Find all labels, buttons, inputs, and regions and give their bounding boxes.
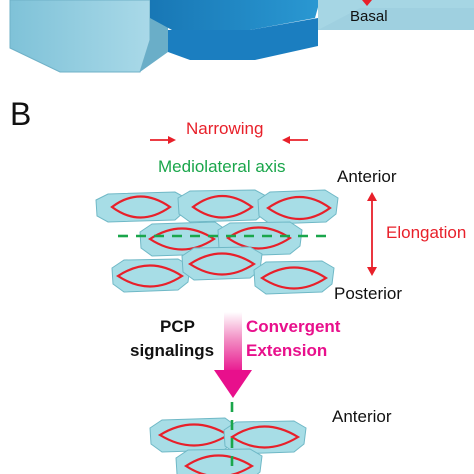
elongation-label: Elongation [386, 223, 467, 242]
cell [175, 448, 263, 474]
mediolateral-axis-label: Mediolateral axis [158, 157, 286, 176]
cell [111, 258, 191, 293]
cell [181, 246, 263, 281]
anterior-label-top: Anterior [337, 167, 397, 186]
narrowing-arrows [150, 136, 308, 144]
cell [223, 420, 307, 455]
hex-prism-dark-lower [168, 18, 318, 60]
convergent-label: Convergent [246, 317, 341, 336]
anterior-label-bottom: Anterior [332, 407, 392, 426]
cell [149, 417, 237, 453]
extension-label: Extension [246, 341, 328, 360]
basal-marker-icon [362, 0, 372, 6]
cell [257, 189, 339, 225]
cell [253, 260, 335, 295]
convergent-extension-arrow [214, 312, 252, 398]
panel-a-hexagons [9, 0, 474, 73]
cell-tissue-top [95, 189, 339, 225]
cell-tissue-bottom [111, 246, 335, 295]
basal-label: Basal [350, 8, 388, 25]
narrowing-label: Narrowing [186, 119, 264, 138]
hex-prism-dark [150, 0, 320, 30]
elongation-arrow [367, 192, 377, 276]
cell [95, 191, 187, 223]
cell [177, 189, 269, 223]
hex-prism-right-lower [318, 8, 474, 30]
posterior-label: Posterior [334, 284, 403, 303]
hex-prism-left [9, 0, 151, 73]
pcp-signalings-label: signalings [130, 341, 215, 360]
cell-tissue-elongated [149, 417, 307, 474]
pcp-label: PCP [160, 317, 195, 336]
panel-b-letter: B [10, 96, 32, 132]
